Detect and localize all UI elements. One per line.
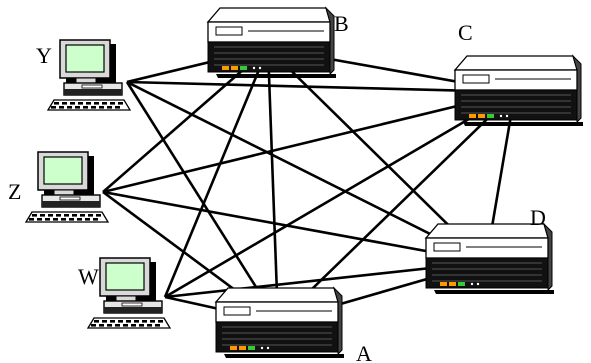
router-d [424,222,554,294]
led-green-icon [487,114,494,118]
router-label-b: B [334,11,349,36]
led-green-icon [458,282,465,286]
link-c-a [277,91,516,323]
led-orange-icon [231,66,238,70]
led-orange-icon [449,282,456,286]
led-orange-icon [230,346,237,350]
led-green-icon [240,66,247,70]
led-orange-icon [222,66,229,70]
led-green-icon [248,346,255,350]
host-y [46,39,132,111]
link-z-c [102,90,516,194]
link-y-a [125,81,280,323]
monitor-screen-icon [43,156,83,185]
router-a [214,286,344,358]
host-label-w: W [78,264,99,289]
host-label-y: Y [36,43,52,68]
router-b [206,6,336,78]
led-orange-icon [440,282,447,286]
link-w-c [164,90,516,299]
labels-layer: B C D A Y Z W [8,11,546,363]
monitor-screen-icon [105,262,145,291]
led-orange-icon [478,114,485,118]
link-b-a [266,47,280,323]
link-z-d [102,190,487,264]
link-y-c [126,80,516,94]
router-c [453,54,583,126]
router-label-d: D [530,205,546,230]
host-w [86,257,172,329]
led-orange-icon [239,346,246,350]
router-label-c: C [458,20,473,45]
nodes-layer [24,6,583,358]
host-z [24,151,110,223]
monitor-screen-icon [65,44,105,73]
link-y-d [126,80,487,264]
host-label-z: Z [8,179,21,204]
router-label-a: A [356,341,372,363]
led-orange-icon [469,114,476,118]
link-w-b [163,47,270,298]
